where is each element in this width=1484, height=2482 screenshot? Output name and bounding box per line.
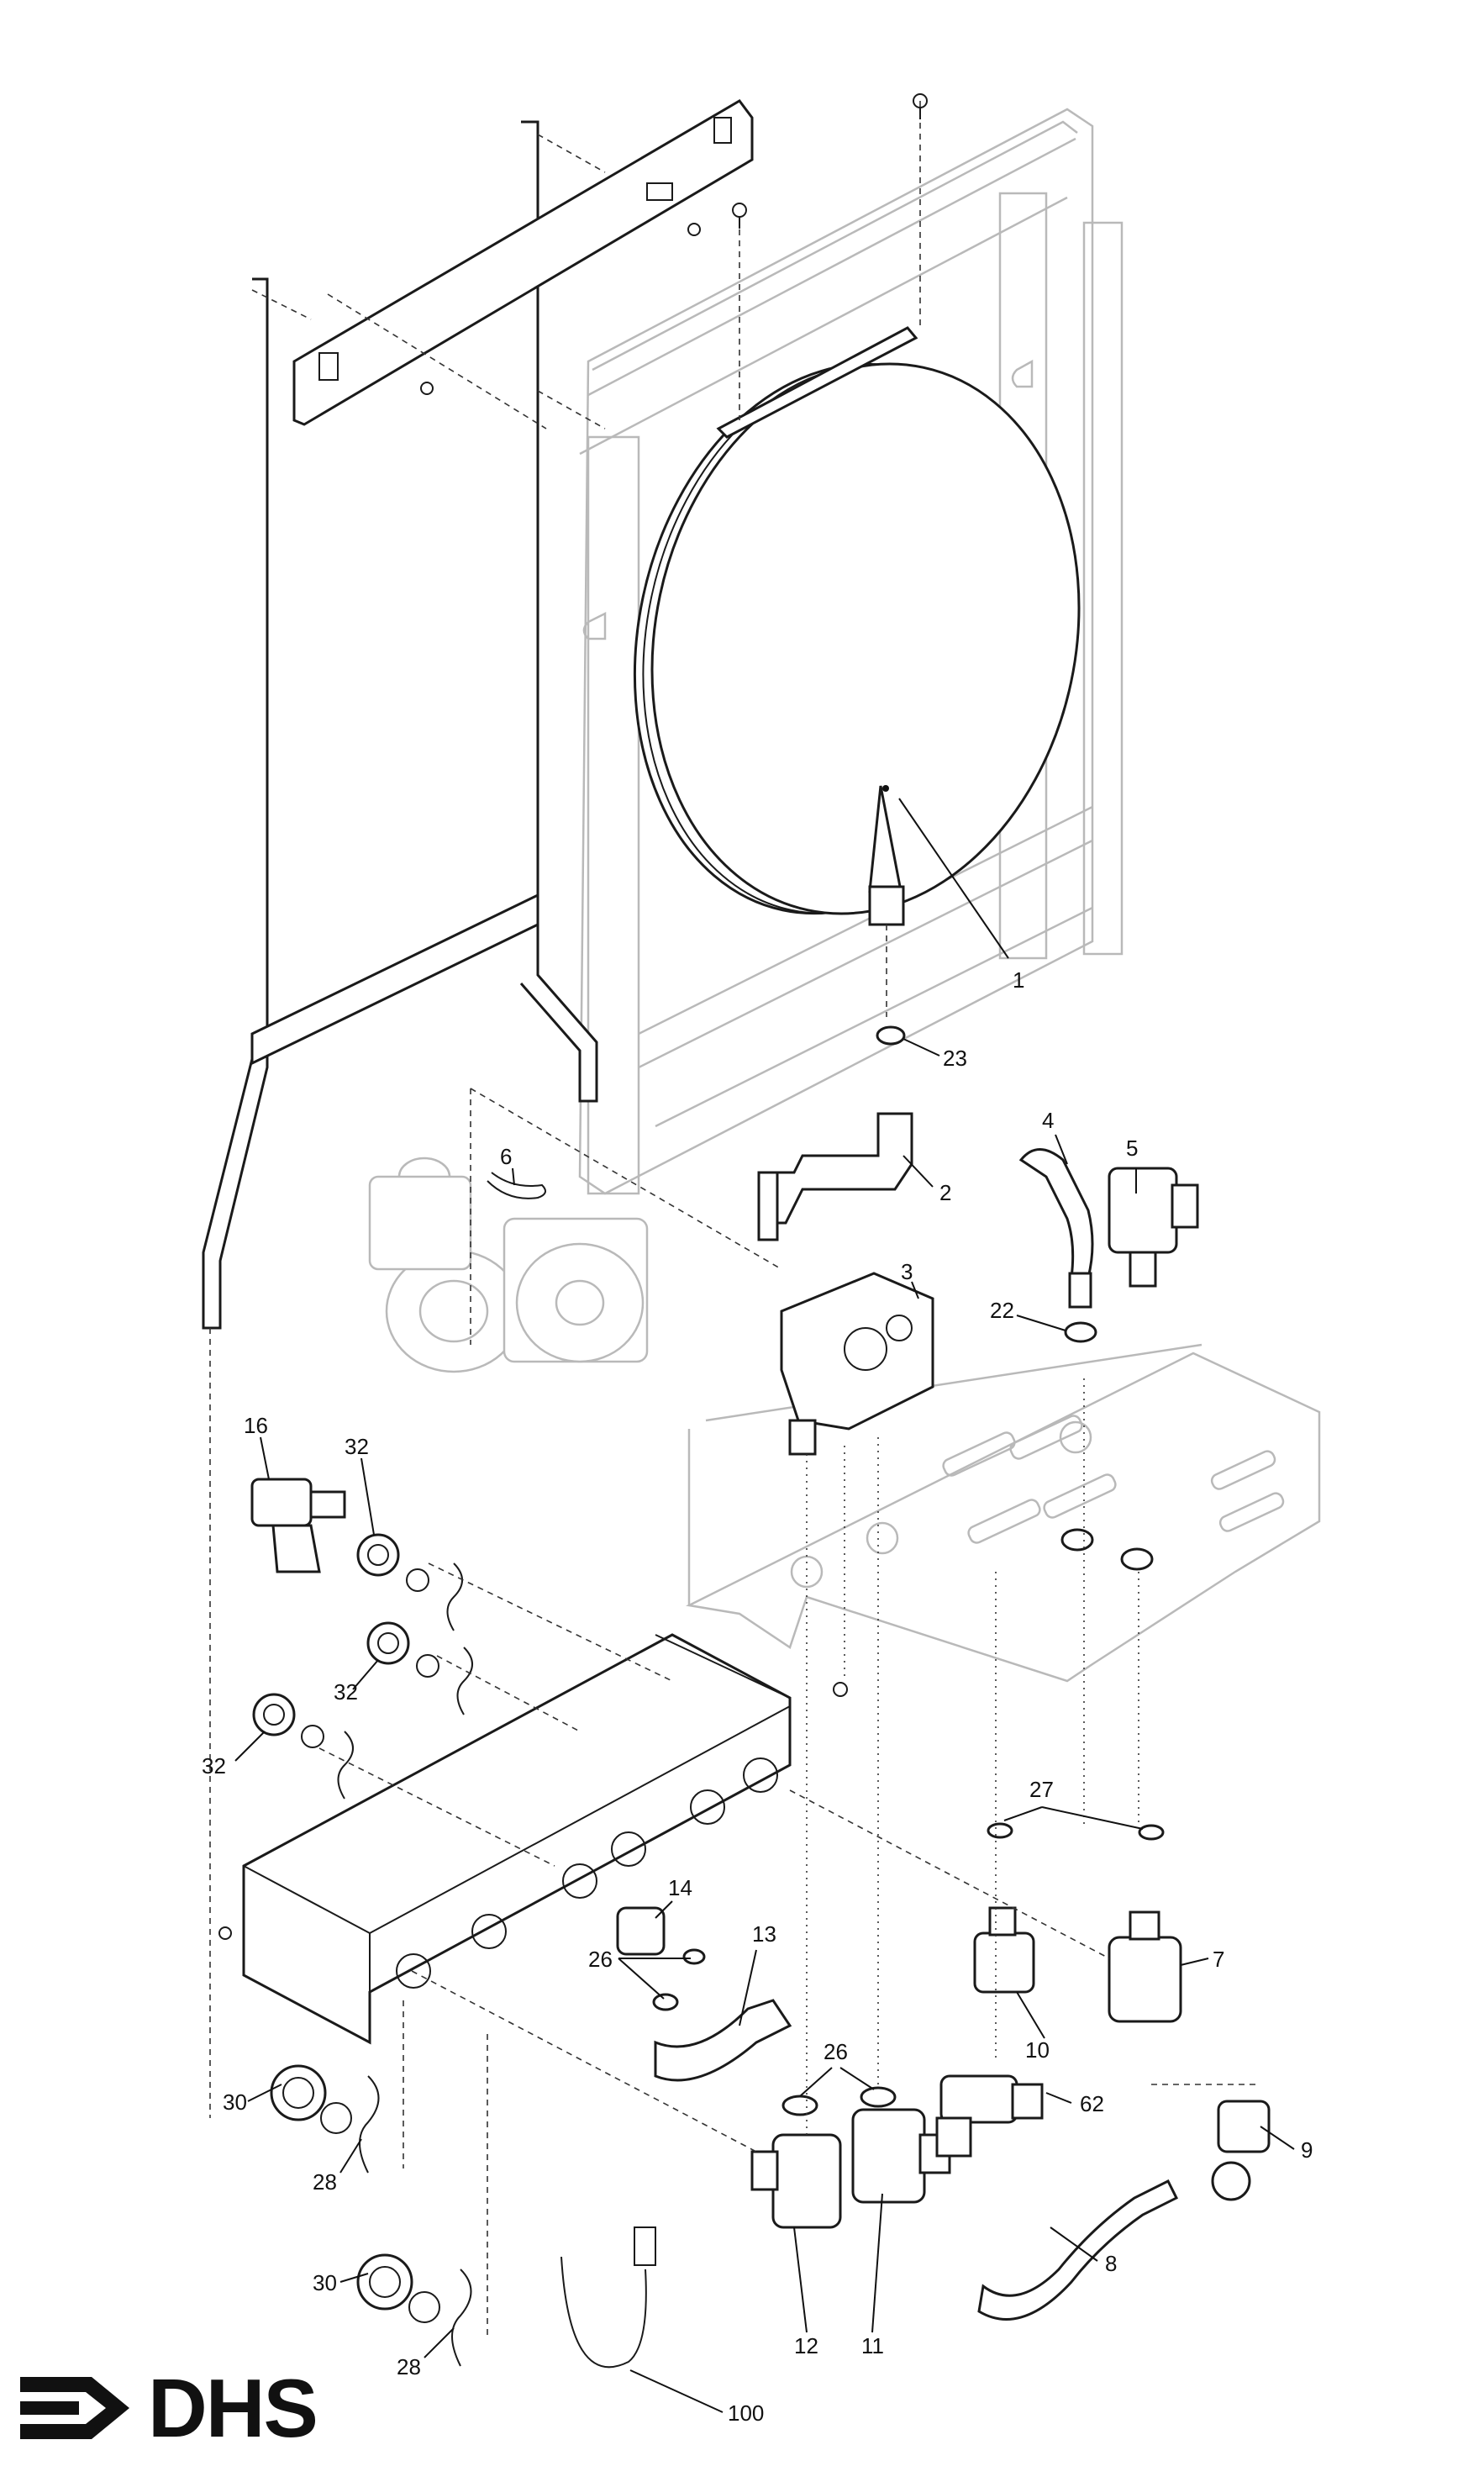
callout-16: 16 (244, 1413, 268, 1438)
pipe-2 (757, 1112, 913, 1241)
nut-icon (1060, 1528, 1094, 1552)
callout-9: 9 (1301, 2137, 1313, 2163)
washer-icon (1064, 1321, 1097, 1343)
hose-4 (1018, 1148, 1094, 1309)
hose-8 (977, 2179, 1179, 2321)
arrow-logo-icon (20, 2377, 129, 2439)
manifold-3 (780, 1272, 934, 1456)
callout-8: 8 (1105, 2251, 1117, 2276)
isolation-valve-16 (250, 1478, 346, 1573)
nut-icon (356, 1533, 400, 1577)
assembly-guides (318, 1088, 1260, 2337)
brand-name: DHS (148, 2362, 318, 2454)
tap-62 (935, 2074, 1044, 2158)
callout-labels: 1 2 3 4 5 6 7 8 9 10 11 12 13 14 16 22 2… (202, 967, 1313, 2426)
bracket-hole-icon (562, 1863, 597, 1899)
callout-30b: 30 (313, 2270, 337, 2295)
callout-6: 6 (500, 1144, 512, 1169)
screw-icon (687, 223, 701, 236)
callout-26a: 26 (588, 1947, 613, 1972)
screw-icon (833, 1682, 848, 1697)
screw-icon (913, 93, 928, 119)
valve-10 (973, 1906, 1035, 1994)
callout-32a: 32 (345, 1434, 369, 1459)
callout-23: 23 (943, 1046, 967, 1071)
wall-frame (202, 99, 754, 2118)
washer-icon (652, 1993, 679, 2011)
washer-icon (987, 1822, 1013, 1839)
expansion-vessel (633, 101, 1081, 1017)
retaining-clip-icon (359, 2075, 380, 2174)
base-tray-ghost (686, 1343, 1321, 1683)
washer-icon (1138, 1824, 1165, 1841)
olive-icon (416, 1654, 439, 1678)
washer-icon (781, 2095, 818, 2116)
fitting-9 (1211, 2100, 1271, 2201)
bracket-hole-icon (611, 1831, 646, 1867)
callout-28b: 28 (397, 2354, 421, 2379)
clip-6 (487, 1172, 546, 1199)
nut-icon (1120, 1547, 1154, 1571)
callout-12: 12 (794, 2333, 818, 2358)
callout-5: 5 (1126, 1136, 1138, 1161)
callout-100: 100 (728, 2400, 764, 2426)
nut-icon (270, 2064, 327, 2121)
nut-icon (252, 1693, 296, 1736)
callout-7: 7 (1213, 1947, 1224, 1972)
screw-icon (218, 1926, 232, 1940)
retaining-clip-icon (337, 1731, 354, 1800)
cable-100 (560, 2226, 656, 2369)
washer-icon (682, 1948, 706, 1965)
retaining-clip-icon (451, 2269, 472, 2367)
olive-icon (301, 1725, 324, 1748)
callout-10: 10 (1025, 2037, 1050, 2063)
callout-22: 22 (990, 1298, 1014, 1323)
washer-icon (876, 1025, 906, 1046)
callout-13: 13 (752, 1921, 776, 1947)
manifold-bracket (242, 1633, 792, 2045)
callout-32b: 32 (334, 1679, 358, 1705)
bracket-hole-icon (396, 1953, 431, 1989)
callout-27: 27 (1029, 1777, 1054, 1802)
valve-5 (1108, 1167, 1199, 1288)
bracket-hole-icon (471, 1914, 507, 1949)
brand-logo: DHS (12, 2362, 348, 2454)
fitting-14 (616, 1906, 666, 1956)
leader-lines (234, 798, 1295, 2413)
pump-ghost (368, 1157, 649, 1373)
callout-2: 2 (939, 1180, 951, 1205)
washer-icon (860, 2086, 897, 2108)
retaining-clip-icon (446, 1562, 463, 1631)
valve-12 (750, 2133, 842, 2229)
nut-icon (356, 2253, 413, 2311)
callout-62: 62 (1080, 2091, 1104, 2116)
retaining-clip-icon (456, 1647, 473, 1715)
callout-30a: 30 (223, 2089, 247, 2115)
olive-icon (320, 2102, 352, 2134)
screw-icon (732, 203, 747, 229)
callout-14: 14 (668, 1875, 692, 1900)
callout-32c: 32 (202, 1753, 226, 1779)
olive-icon (408, 2291, 440, 2323)
callout-4: 4 (1042, 1108, 1054, 1133)
bracket-hole-icon (743, 1757, 778, 1793)
valve-7 (1108, 1910, 1182, 2023)
valve-11 (851, 2108, 951, 2204)
nut-icon (366, 1621, 410, 1665)
callout-28a: 28 (313, 2169, 337, 2195)
screws (218, 93, 928, 1940)
olive-icon (406, 1568, 429, 1592)
pipe-13 (654, 1999, 792, 2082)
callout-1: 1 (1013, 967, 1024, 993)
screw-icon (420, 382, 434, 395)
callout-3: 3 (901, 1259, 913, 1284)
bracket-hole-icon (690, 1789, 725, 1825)
callout-26b: 26 (824, 2039, 848, 2064)
callout-11: 11 (861, 2333, 884, 2358)
